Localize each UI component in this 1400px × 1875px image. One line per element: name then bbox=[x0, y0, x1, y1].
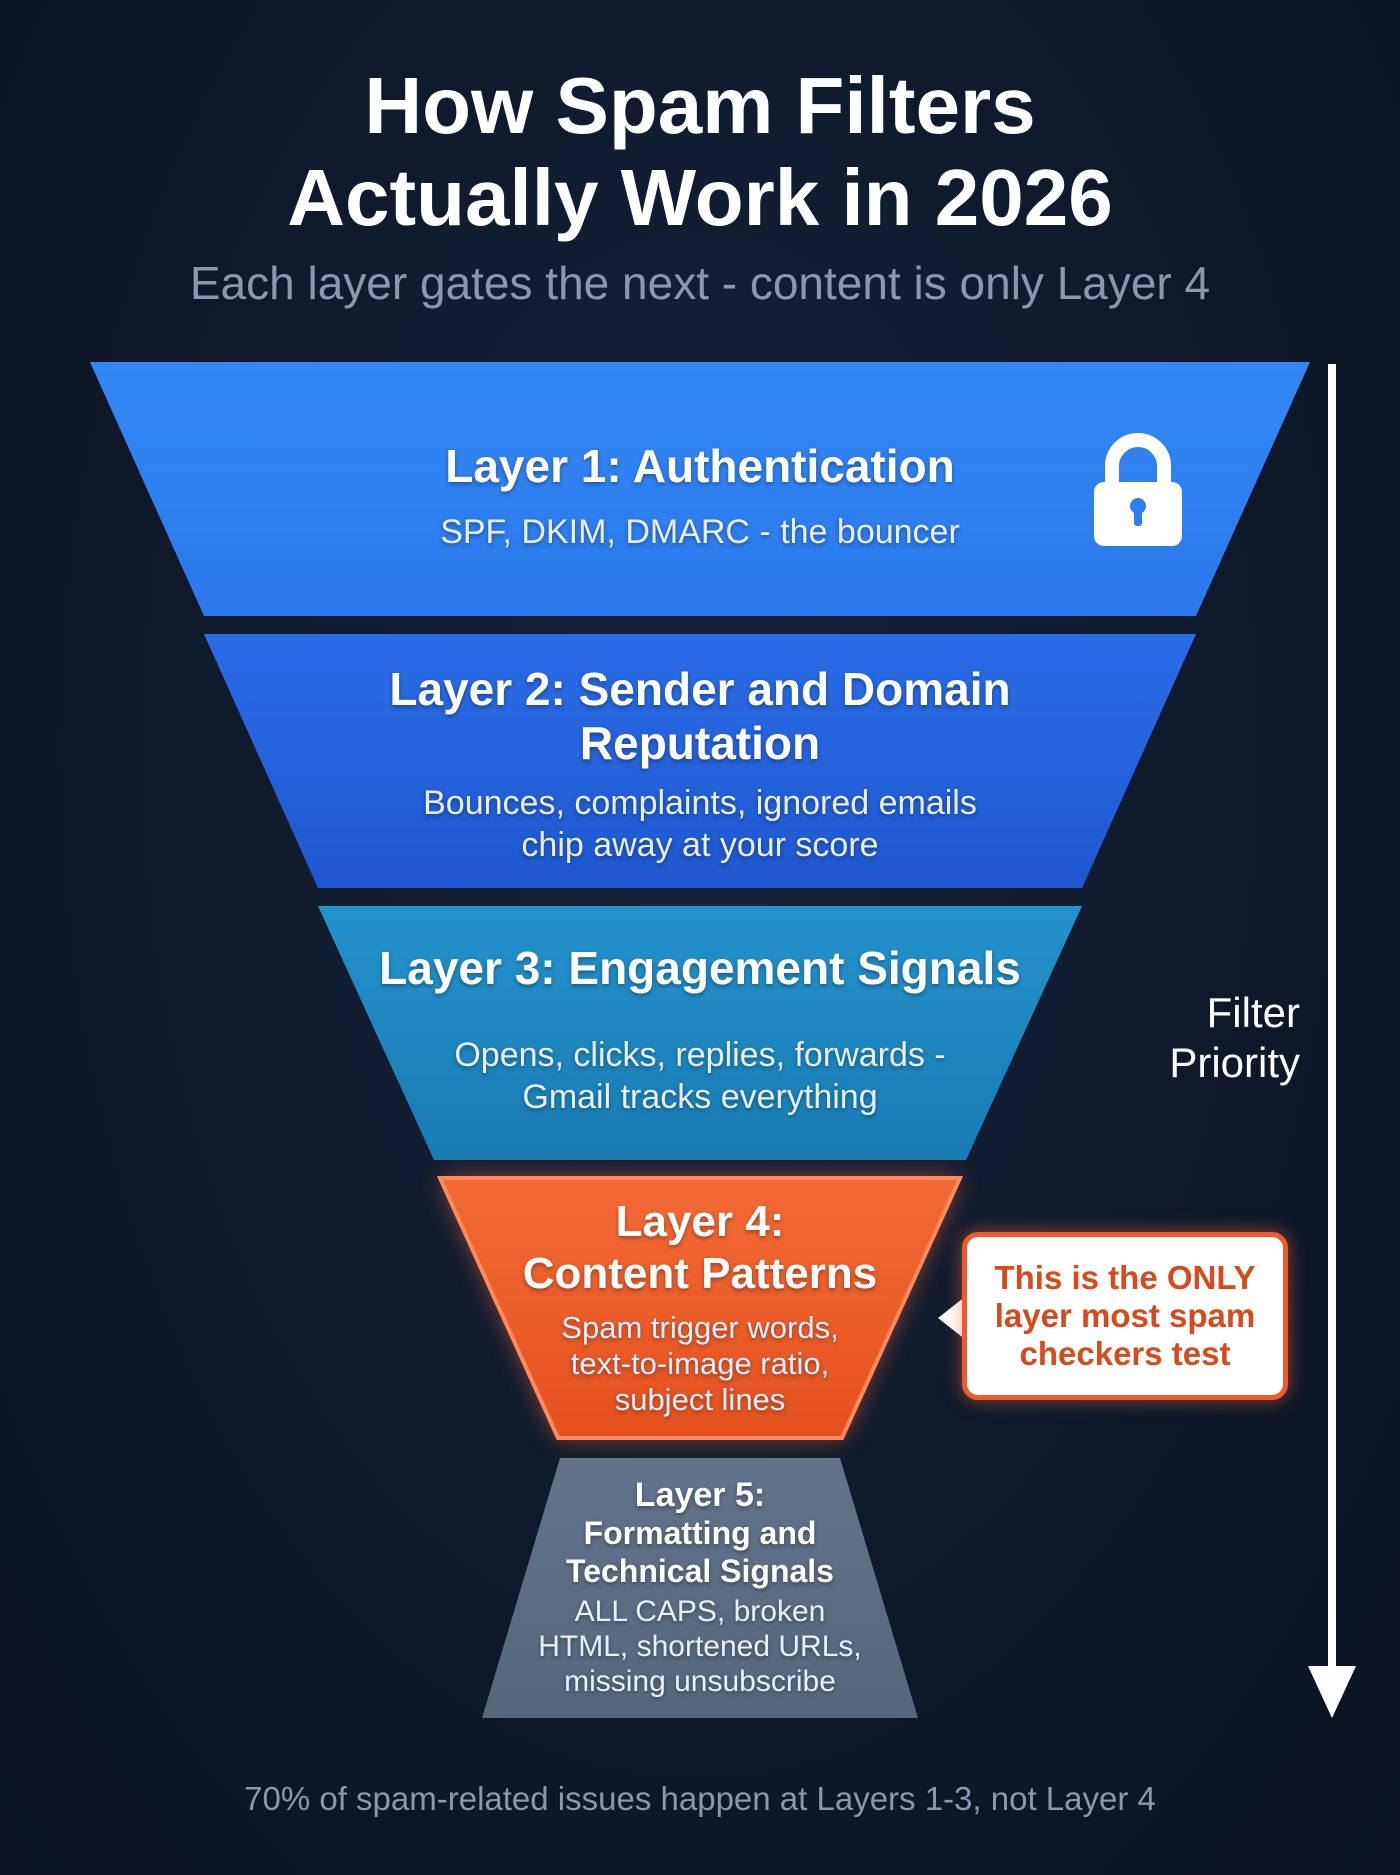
layer-5-subtitle-line-2: Technical Signals bbox=[566, 1553, 834, 1589]
filter-priority-label: Filter Priority bbox=[1100, 988, 1300, 1088]
filter-priority-line-2: Priority bbox=[1169, 1039, 1300, 1086]
footer-note: 70% of spam-related issues happen at Lay… bbox=[244, 1780, 1156, 1817]
layer-3-title: Layer 3: Engagement Signals bbox=[379, 942, 1021, 994]
filter-priority-line-1: Filter bbox=[1206, 989, 1300, 1036]
layer-2-description-line-1: Bounces, complaints, ignored emails bbox=[423, 784, 977, 822]
layer-4-title-line-1: Layer 4: bbox=[615, 1197, 785, 1246]
layer-3-description-line-1: Opens, clicks, replies, forwards - bbox=[454, 1036, 946, 1074]
layer-5: Layer 5: Formatting and Technical Signal… bbox=[500, 1476, 900, 1699]
layer-4-description-line-1: Spam trigger words, bbox=[561, 1310, 839, 1345]
layer-5-description-line-3: missing unsubscribe bbox=[564, 1665, 836, 1698]
layer-5-description-line-2: HTML, shortened URLs, bbox=[538, 1630, 862, 1663]
layer-5-title: Layer 5: bbox=[634, 1476, 766, 1514]
layer-2-band bbox=[204, 634, 1196, 888]
callout-line-3: checkers test bbox=[1019, 1335, 1231, 1372]
callout-box: This is the ONLY layer most spam checker… bbox=[962, 1232, 1288, 1400]
callout-line-1: This is the ONLY bbox=[994, 1259, 1256, 1296]
callout-pointer bbox=[938, 1296, 966, 1340]
layer-5-subtitle-line-1: Formatting and bbox=[583, 1515, 817, 1551]
layer-2: Layer 2: Sender and Domain Reputation Bo… bbox=[300, 662, 1100, 866]
layer-1: Layer 1: Authentication SPF, DKIM, DMARC… bbox=[350, 440, 1050, 554]
layer-4-description-line-3: subject lines bbox=[614, 1382, 786, 1417]
page-subtitle: Each layer gates the next - content is o… bbox=[189, 257, 1211, 309]
layer-3-band bbox=[318, 906, 1082, 1160]
page-title-line-1: How Spam Filters bbox=[364, 61, 1036, 150]
layer-4-description-line-2: text-to-image ratio, bbox=[570, 1346, 830, 1381]
layer-3-description-line-2: Gmail tracks everything bbox=[522, 1078, 878, 1116]
layer-3: Layer 3: Engagement Signals Opens, click… bbox=[330, 942, 1070, 1118]
callout-line-2: layer most spam bbox=[994, 1297, 1256, 1334]
callout-text: This is the ONLY layer most spam checker… bbox=[994, 1259, 1255, 1373]
layer-4-title-line-2: Content Patterns bbox=[522, 1249, 878, 1298]
layer-2-description-line-2: chip away at your score bbox=[521, 826, 879, 864]
layer-5-band bbox=[482, 1458, 918, 1718]
layer-4-band bbox=[436, 1176, 964, 1440]
lock-icon bbox=[1094, 433, 1182, 546]
down-arrow-icon bbox=[1308, 364, 1356, 1718]
layer-4: Layer 4: Content Patterns Spam trigger w… bbox=[460, 1196, 940, 1418]
layer-1-title: Layer 1: Authentication bbox=[445, 440, 955, 492]
layer-2-title-line-2: Reputation bbox=[579, 717, 821, 769]
layer-1-band bbox=[90, 362, 1310, 616]
layer-5-description-line-1: ALL CAPS, broken bbox=[574, 1595, 826, 1628]
page-title-line-2: Actually Work in 2026 bbox=[287, 153, 1113, 242]
layer-1-description: SPF, DKIM, DMARC - the bouncer bbox=[440, 513, 960, 551]
layer-2-title-line-1: Layer 2: Sender and Domain bbox=[389, 663, 1011, 715]
